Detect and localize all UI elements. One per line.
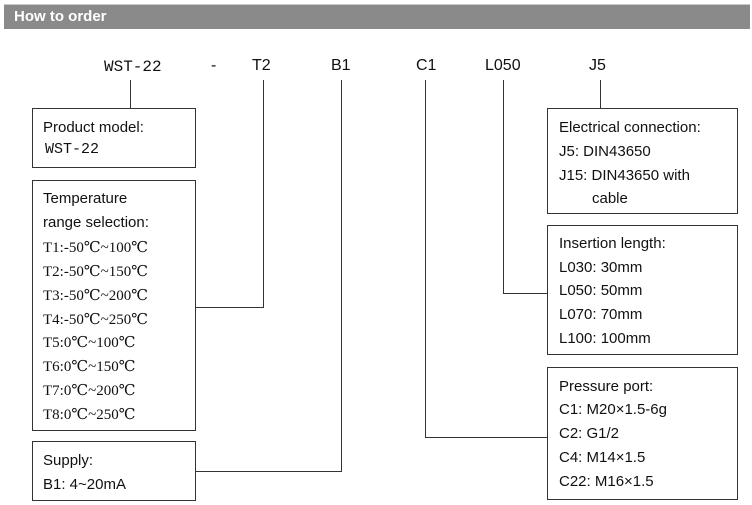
temperature-item: T5:0℃~100℃ (43, 335, 136, 351)
insertion-item: L100: 100mm (559, 330, 651, 347)
pressure-item: C1: M20×1.5-6g (559, 401, 667, 418)
connector-temp (196, 80, 264, 308)
code-port: C1 (416, 57, 437, 74)
product-model-value: WST-22 (45, 141, 100, 158)
code-connection: J5 (589, 57, 606, 74)
temperature-item: T6:0℃~150℃ (43, 359, 136, 375)
insertion-length-box: Insertion length: L030: 30mm L050: 50mm … (547, 225, 738, 355)
pressure-title: Pressure port: (559, 378, 654, 395)
pressure-item: C22: M16×1.5 (559, 473, 654, 490)
electrical-item: cable (592, 190, 628, 207)
section-title: How to order (14, 8, 107, 25)
electrical-connection-box: Electrical connection: J5: DIN43650 J15:… (547, 108, 738, 214)
code-dash: - (211, 57, 217, 74)
connector-length (503, 80, 547, 294)
supply-title: Supply: (43, 452, 94, 469)
temperature-item: T7:0℃~200℃ (43, 383, 136, 399)
electrical-title: Electrical connection: (559, 119, 701, 136)
product-model-box: Product model: WST-22 (32, 108, 196, 168)
temperature-title-1: Temperature (43, 190, 128, 207)
insertion-item: L050: 50mm (559, 282, 643, 299)
section-header: How to order (4, 4, 750, 29)
temperature-item: T4:-50℃~250℃ (43, 312, 149, 328)
electrical-item: J5: DIN43650 (559, 143, 651, 160)
temperature-item: T2:-50℃~150℃ (43, 264, 149, 280)
pressure-port-box: Pressure port: C1: M20×1.5-6g C2: G1/2 C… (547, 367, 738, 500)
insertion-title: Insertion length: (559, 235, 666, 252)
insertion-item: L030: 30mm (559, 259, 643, 276)
electrical-item: J15: DIN43650 with (559, 167, 690, 184)
code-length: L050 (485, 57, 521, 74)
code-temp: T2 (252, 57, 271, 74)
pressure-item: C4: M14×1.5 (559, 449, 646, 466)
supply-item: B1: 4~20mA (43, 476, 126, 493)
temperature-item: T8:0℃~250℃ (43, 407, 136, 423)
code-model: WST-22 (104, 58, 162, 76)
code-supply: B1 (331, 57, 351, 74)
temperature-item: T1:-50℃~100℃ (43, 240, 149, 256)
temperature-item: T3:-50℃~200℃ (43, 288, 149, 304)
pressure-item: C2: G1/2 (559, 425, 620, 442)
connector-supply (196, 80, 342, 472)
temperature-box: Temperature range selection: T1:-50℃~100… (32, 180, 196, 431)
supply-box: Supply: B1: 4~20mA (32, 441, 196, 501)
connector-port (425, 80, 547, 438)
temperature-title-2: range selection: (43, 214, 149, 231)
insertion-item: L070: 70mm (559, 306, 643, 323)
product-model-title: Product model: (43, 119, 144, 136)
